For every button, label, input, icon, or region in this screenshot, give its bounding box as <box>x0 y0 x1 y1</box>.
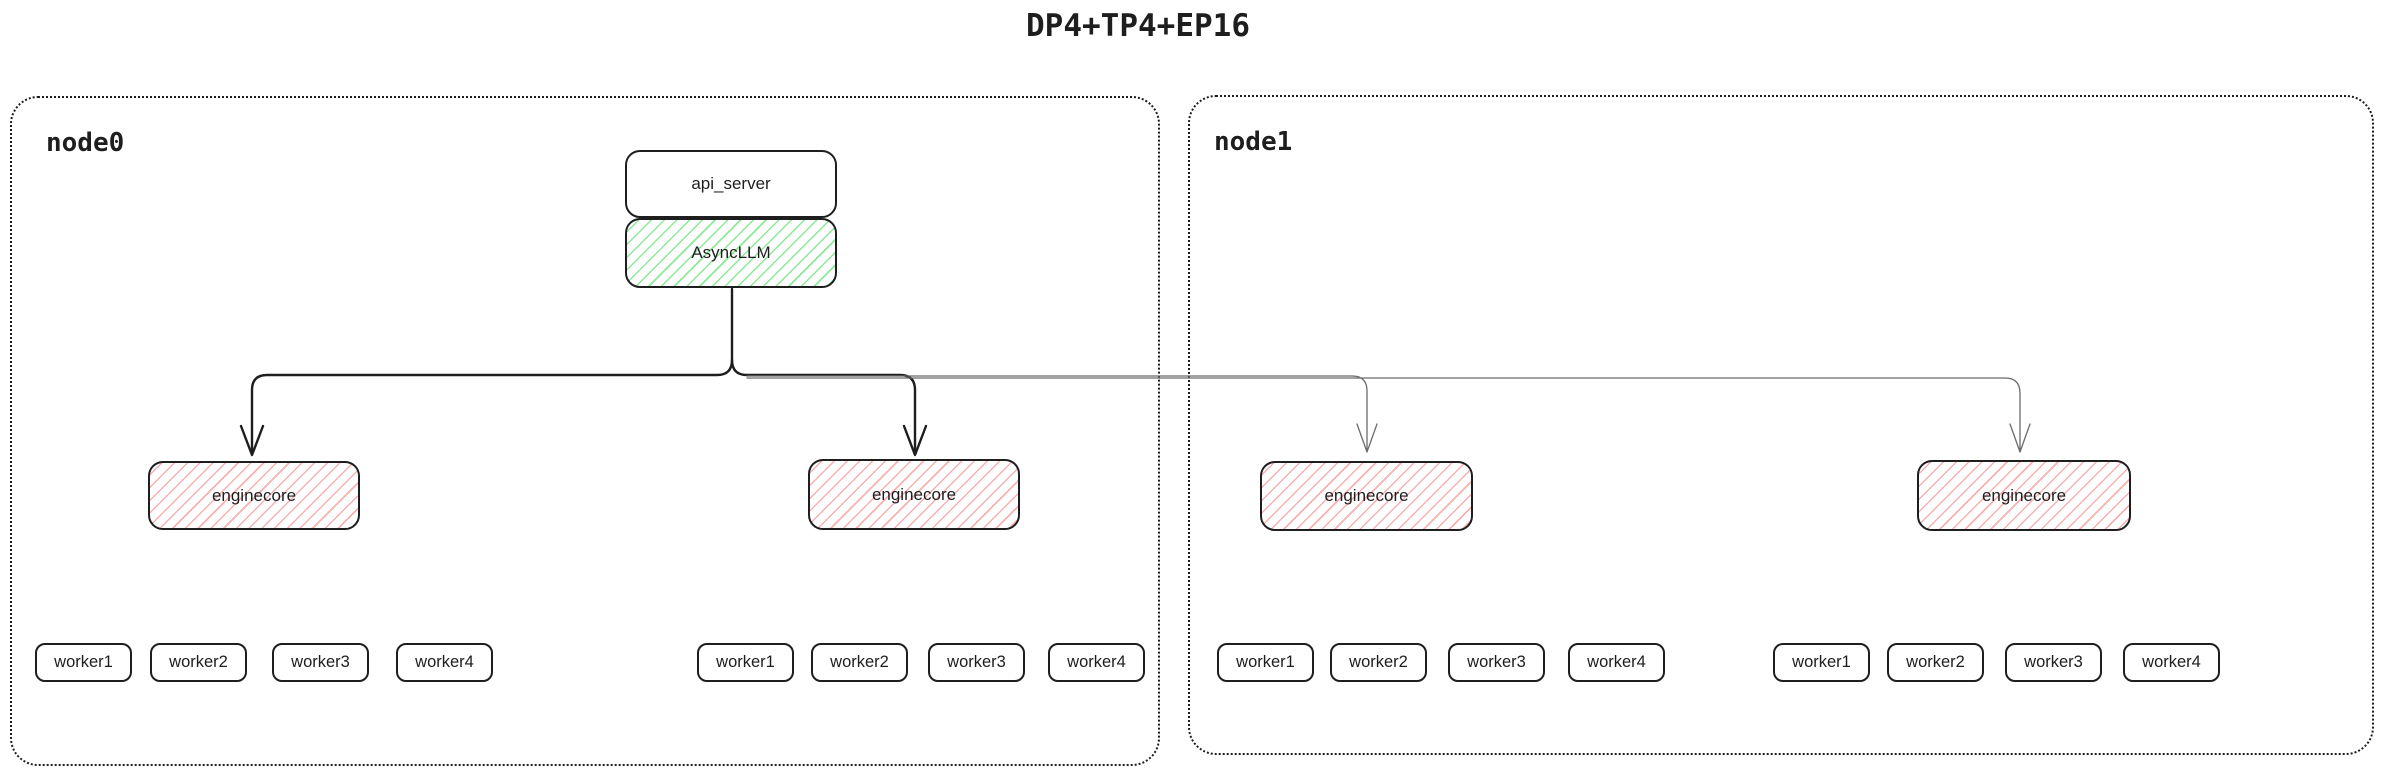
worker-box: worker3 <box>1448 643 1545 682</box>
arrowhead-enginecore-4 <box>2009 423 2031 453</box>
worker-box: worker4 <box>2123 643 2220 682</box>
node1-container: node1 <box>1188 95 2374 755</box>
node0-label: node0 <box>46 128 125 158</box>
enginecore-box-3: enginecore <box>1260 461 1473 531</box>
worker-box: worker4 <box>1568 643 1665 682</box>
worker-box: worker3 <box>928 643 1025 682</box>
worker-box: worker3 <box>2005 643 2102 682</box>
worker-box: worker2 <box>1330 643 1427 682</box>
arrow-to-enginecore-3 <box>746 375 1368 451</box>
worker-box: worker2 <box>1887 643 1984 682</box>
api-server-box: api_server <box>625 150 837 218</box>
enginecore-box-2: enginecore <box>808 459 1020 530</box>
worker-box: worker4 <box>396 643 493 682</box>
enginecore-box-4: enginecore <box>1917 460 2131 531</box>
worker-box: worker2 <box>150 643 247 682</box>
worker-box: worker3 <box>272 643 369 682</box>
arrow-to-enginecore-4 <box>746 377 2021 451</box>
worker-box: worker1 <box>697 643 794 682</box>
arrowhead-enginecore-2 <box>902 424 928 457</box>
worker-box: worker1 <box>1217 643 1314 682</box>
arrow-to-enginecore-2 <box>730 358 917 453</box>
diagram-title: DP4+TP4+EP16 <box>1026 8 1250 44</box>
asyncllm-box: AsyncLLM <box>625 218 837 288</box>
worker-box: worker4 <box>1048 643 1145 682</box>
arrowhead-enginecore-1 <box>239 424 265 457</box>
node0-container: node0 <box>10 96 1160 766</box>
node1-label: node1 <box>1214 127 1293 157</box>
arrow-to-enginecore-1 <box>250 287 734 453</box>
worker-box: worker2 <box>811 643 908 682</box>
arrowhead-enginecore-3 <box>1356 423 1378 453</box>
worker-box: worker1 <box>35 643 132 682</box>
worker-box: worker1 <box>1773 643 1870 682</box>
enginecore-box-1: enginecore <box>148 461 360 530</box>
